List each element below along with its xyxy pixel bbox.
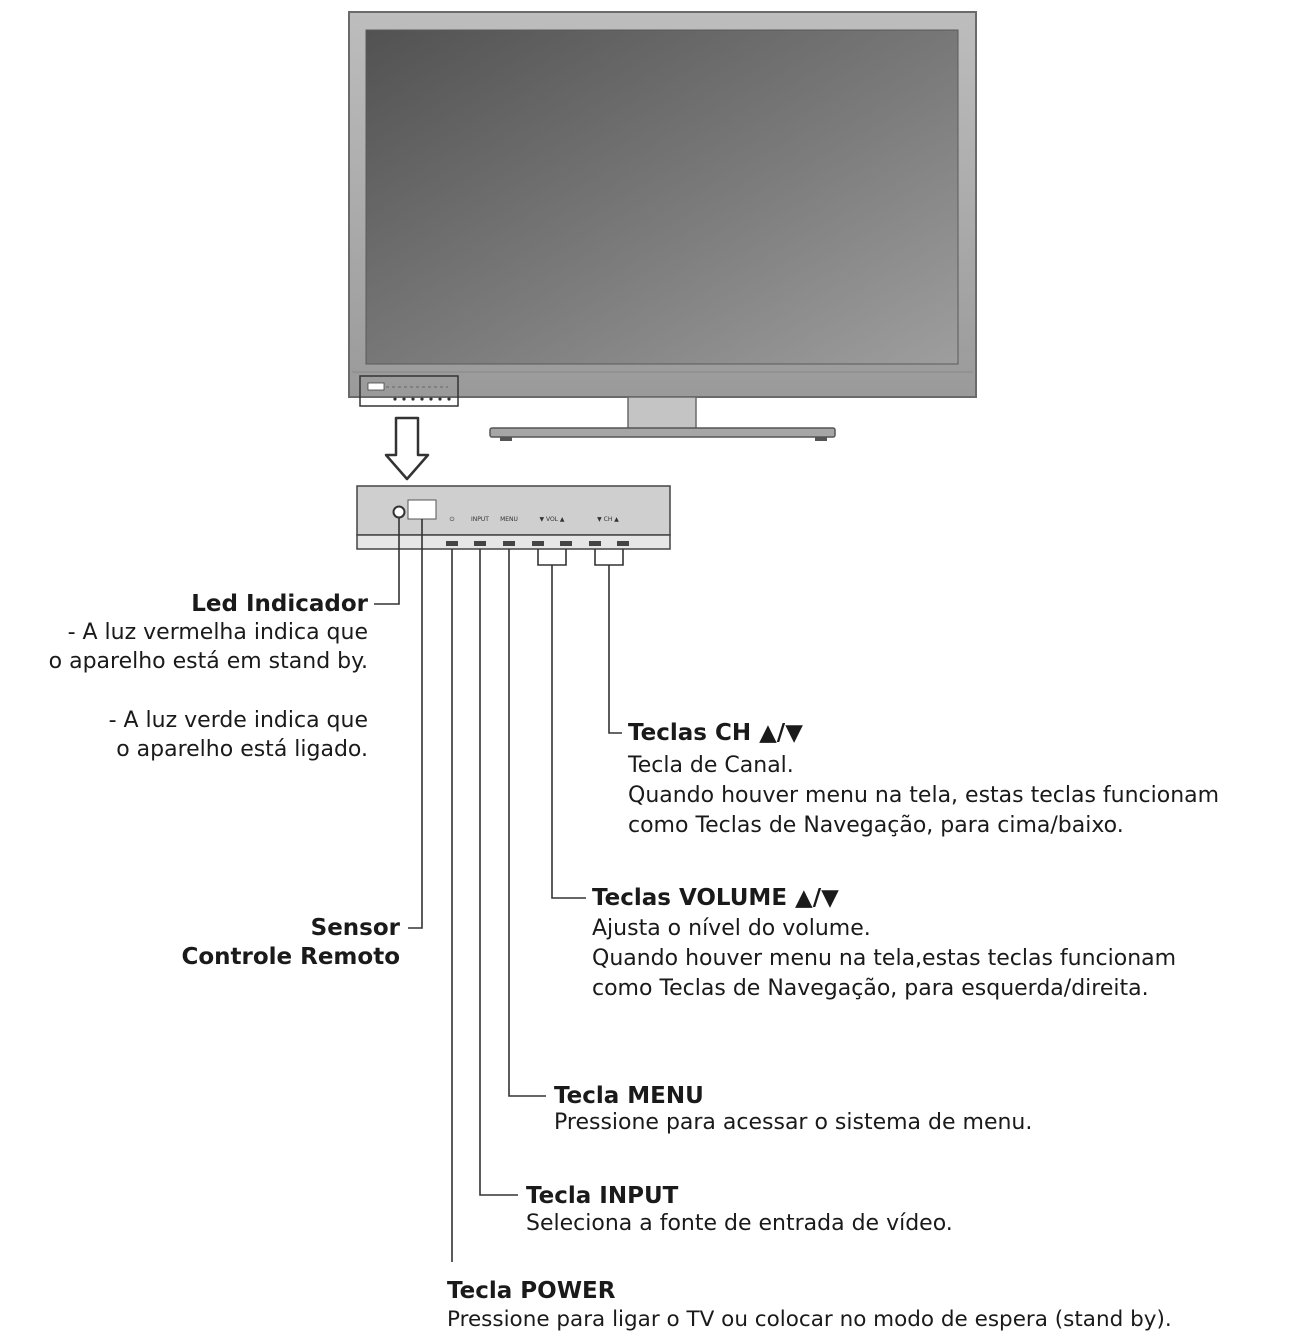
- power-key-title: Tecla POWER: [447, 1278, 616, 1304]
- ch-keys-title: Teclas CH ▲/▼: [628, 720, 803, 746]
- volume-down-key: [532, 541, 544, 546]
- led-indicator-icon: [392, 505, 406, 519]
- leader-input: [479, 549, 518, 1196]
- tv-stand-neck: [627, 396, 697, 430]
- down-arrow-icon: [384, 416, 430, 481]
- input-key: [474, 541, 486, 546]
- led-indicator-text-1: - A luz vermelha indica que: [67, 620, 368, 645]
- panel-highlight-box: [359, 375, 459, 407]
- leader-volume: [537, 549, 567, 566]
- power-key: [446, 541, 458, 546]
- ch-down-key: [589, 541, 601, 546]
- panel-label-ch: ▼ CH ▲: [597, 516, 619, 523]
- menu-key-text: Pressione para acessar o sistema de menu…: [554, 1110, 1033, 1135]
- leader-volume-drop: [551, 565, 586, 899]
- led-indicator-text-2: o aparelho está em stand by.: [48, 649, 368, 674]
- panel-label-input: INPUT: [471, 516, 489, 523]
- sensor-title-2: Controle Remoto: [181, 944, 400, 970]
- volume-keys-text-1: Ajusta o nível do volume.: [592, 916, 871, 941]
- panel-label-volume: ▼ VOL ▲: [539, 516, 564, 523]
- led-indicator-title: Led Indicador: [191, 591, 368, 617]
- input-key-text: Seleciona a fonte de entrada de vídeo.: [526, 1211, 953, 1236]
- leader-led: [374, 518, 400, 605]
- ch-keys-text-1: Tecla de Canal.: [628, 753, 794, 778]
- tv-illustration: [348, 11, 977, 441]
- leader-lines: [374, 518, 624, 1262]
- sensor-title-1: Sensor: [310, 915, 400, 941]
- led-indicator-text-4: o aparelho está ligado.: [116, 737, 368, 762]
- control-panel-closeup: ⏻ INPUT MENU ▼ VOL ▲ ▼ CH ▲: [356, 485, 671, 550]
- volume-keys-text-2: Quando houver menu na tela,estas teclas …: [592, 946, 1177, 971]
- ch-up-key: [617, 541, 629, 546]
- leader-sensor: [408, 519, 423, 929]
- remote-sensor-window: [407, 499, 437, 520]
- ch-keys-text-2: Quando houver menu na tela, estas teclas…: [628, 783, 1220, 808]
- power-key-text: Pressione para ligar o TV ou colocar no …: [447, 1307, 1172, 1332]
- volume-up-key: [560, 541, 572, 546]
- tv-stand-base: [489, 427, 836, 438]
- tv-screen: [365, 29, 959, 365]
- menu-key-title: Tecla MENU: [554, 1083, 704, 1109]
- leader-menu: [508, 549, 546, 1097]
- volume-keys-title: Teclas VOLUME ▲/▼: [592, 885, 839, 911]
- menu-key: [503, 541, 515, 546]
- panel-label-power: ⏻: [450, 516, 455, 523]
- led-indicator-text-3: - A luz verde indica que: [108, 708, 368, 733]
- panel-label-menu: MENU: [500, 516, 518, 523]
- leader-ch-drop: [608, 565, 622, 734]
- volume-keys-text-3: como Teclas de Navegação, para esquerda/…: [592, 976, 1149, 1001]
- ch-keys-text-3: como Teclas de Navegação, para cima/baix…: [628, 813, 1124, 838]
- leader-ch: [594, 549, 624, 566]
- input-key-title: Tecla INPUT: [526, 1183, 679, 1209]
